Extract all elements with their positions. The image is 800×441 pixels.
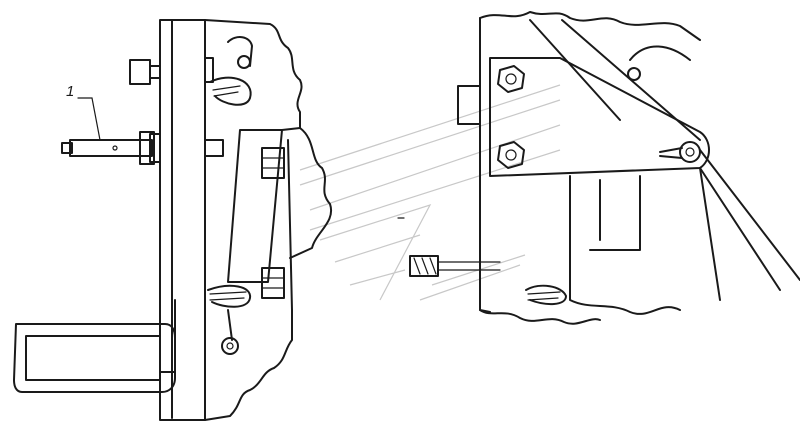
pivot-pin (679, 141, 701, 163)
adjusting-bolt (61, 131, 224, 165)
upper-spring (209, 76, 252, 106)
lower-spring (207, 284, 252, 308)
mounting-block (457, 85, 481, 125)
right-lower-spring (525, 284, 567, 306)
lower-bracket-nut (497, 141, 525, 169)
lower-nut (261, 267, 285, 299)
middle-nut (261, 147, 285, 179)
lower-pin (221, 337, 239, 355)
watermark-logo (299, 84, 561, 301)
vertical-plate (159, 19, 206, 421)
top-bolt-head (129, 59, 151, 85)
callout-1: 1 (66, 83, 101, 141)
left-bracket-assembly (13, 19, 333, 421)
section-marker (397, 217, 501, 277)
callout-number-1: 1 (66, 83, 74, 100)
upper-bracket-nut (497, 65, 525, 93)
callout-leader (77, 97, 101, 141)
right-bracket-assembly (457, 11, 800, 325)
pedal-pad (13, 323, 176, 393)
sloped-link (227, 129, 283, 283)
cotter-pin (659, 147, 683, 159)
